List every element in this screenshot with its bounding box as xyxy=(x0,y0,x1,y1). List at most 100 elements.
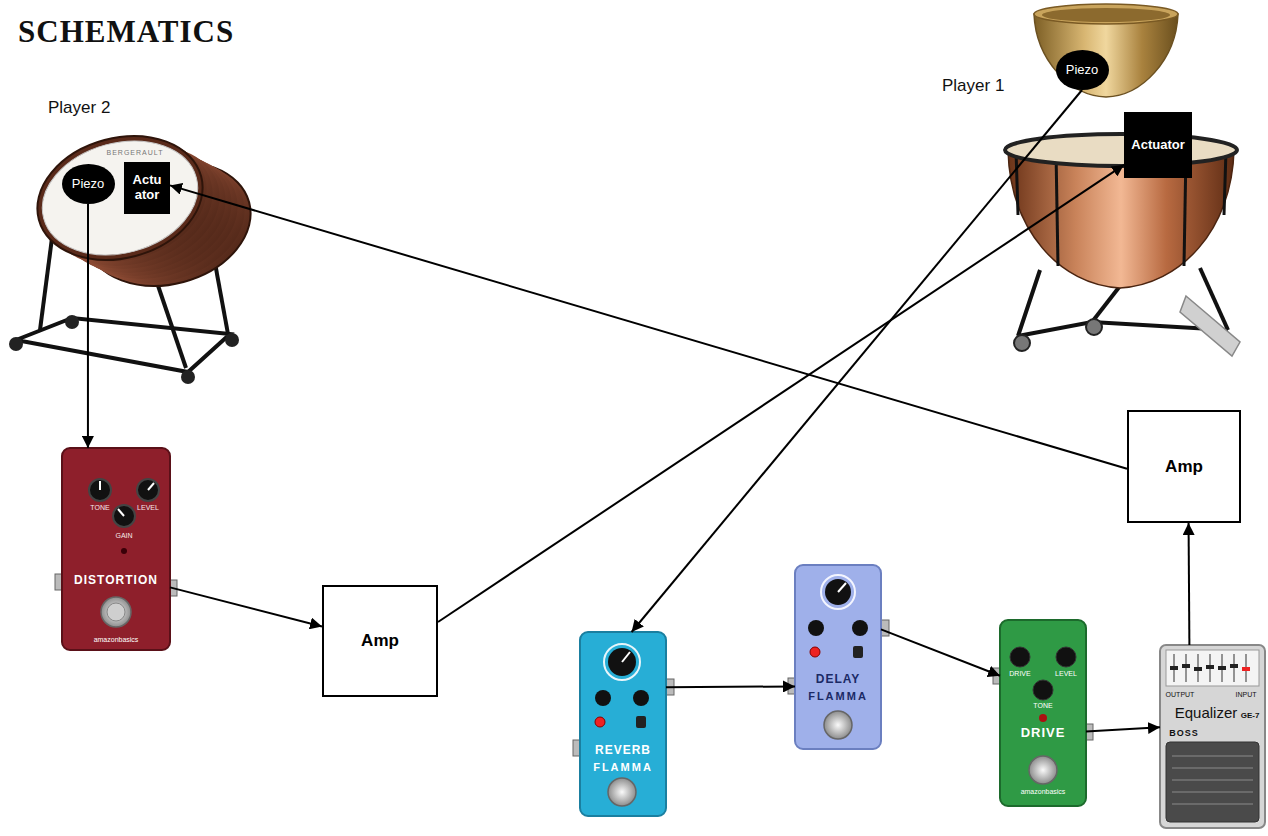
signal-arrow xyxy=(438,165,1124,622)
knob xyxy=(595,690,611,706)
actuator-box: Actu ator xyxy=(124,162,170,214)
node-label: Piezo xyxy=(1066,63,1099,78)
delay-pedal: DELAYFLAMMA xyxy=(795,565,881,749)
delay-pedal xyxy=(788,565,889,749)
reverb-pedal xyxy=(573,632,674,816)
actuator-box: Actuator xyxy=(1124,112,1192,178)
brand-name: FLAMMA xyxy=(593,762,653,773)
jack xyxy=(881,620,889,636)
reverb-pedal: REVERB FLAMMA xyxy=(580,632,666,816)
pedal-body xyxy=(1000,620,1086,806)
singing-bowl xyxy=(1034,4,1178,97)
node-label: Actuator xyxy=(1131,138,1184,153)
knob-mark xyxy=(118,509,124,516)
equalizer-pedal: OUTPUT INPUT EqualizerGE-7BOSS xyxy=(1160,645,1265,828)
amp-box: Amp xyxy=(322,585,438,697)
pedal-body xyxy=(795,565,881,749)
knob xyxy=(808,620,824,636)
timpani xyxy=(1005,134,1240,356)
jack-label: OUTPUT xyxy=(1166,691,1195,698)
footswitch xyxy=(608,778,636,806)
led xyxy=(1039,714,1047,722)
amp-box: Amp xyxy=(1127,410,1241,523)
timpani-wheel xyxy=(1086,319,1102,335)
timpani-leg xyxy=(1018,270,1040,336)
foot-ridge xyxy=(1172,803,1253,805)
knob xyxy=(1010,647,1030,667)
foot-ridge xyxy=(1172,767,1253,769)
bowl-body xyxy=(1034,14,1178,97)
timpani-strut xyxy=(1224,150,1226,215)
stand-frame xyxy=(16,318,230,372)
drive-pedal: DRIVELEVELTONEDRIVEamazonbasics xyxy=(1000,620,1086,806)
knob-label: LEVEL xyxy=(1055,670,1077,677)
bowl-inside xyxy=(1042,8,1170,22)
knob xyxy=(113,505,135,527)
brand-name: FLAMMA xyxy=(808,691,868,702)
toggle xyxy=(636,716,646,728)
signal-arrow xyxy=(170,587,322,626)
drum-hoop xyxy=(23,118,216,277)
stand-wheel xyxy=(65,315,79,329)
pedal-body xyxy=(62,448,170,650)
footswitch xyxy=(107,603,125,621)
knob-label: DRIVE xyxy=(1009,670,1030,677)
knob xyxy=(852,620,868,636)
brand-name: BERGERAULT xyxy=(107,149,164,157)
pedal-name: REVERB xyxy=(595,744,651,756)
slider-panel xyxy=(1166,650,1259,686)
slider-cap xyxy=(1242,667,1250,671)
page-title: SCHEMATICS xyxy=(18,14,234,50)
timpani-pedal xyxy=(1180,296,1240,356)
signal-arrow xyxy=(1188,523,1191,645)
slider-cap xyxy=(1194,667,1202,671)
distortion-pedal xyxy=(55,448,177,650)
signal-arrow xyxy=(170,185,1127,468)
piezo-circle: Piezo xyxy=(1056,50,1109,90)
knob xyxy=(1056,647,1076,667)
knob-mark xyxy=(148,483,154,490)
knob-label: TONE xyxy=(1033,702,1052,709)
toggle xyxy=(853,646,863,658)
player-label: Player 1 xyxy=(942,76,1004,96)
node-label: Actu ator xyxy=(127,173,167,203)
pedal-name: DRIVE xyxy=(1021,726,1066,739)
footswitch xyxy=(101,597,131,627)
slider-cap xyxy=(1170,666,1178,670)
footswitch xyxy=(1029,756,1057,784)
knob-label: LEVEL xyxy=(137,504,159,511)
timpani-wheel xyxy=(1014,335,1030,351)
knob xyxy=(633,690,649,706)
signal-arrow xyxy=(666,685,795,688)
pedal-name: DISTORTION xyxy=(74,574,158,586)
brand-name: BOSS xyxy=(1169,729,1199,738)
knob xyxy=(825,579,851,605)
piezo-circle: Piezo xyxy=(62,164,115,204)
signal-arrow xyxy=(881,629,1000,675)
led xyxy=(595,717,605,727)
knob xyxy=(1033,680,1053,700)
distortion-pedal: TONELEVELGAINDISTORTIONamazonbasics xyxy=(62,448,170,650)
jack-label: INPUT xyxy=(1236,691,1257,698)
drive-pedal xyxy=(993,620,1093,806)
knob-mark xyxy=(622,652,630,662)
slider-cap xyxy=(1230,664,1238,668)
knob-ring xyxy=(821,575,855,609)
node-label: Piezo xyxy=(72,177,105,192)
knob-mark xyxy=(99,481,101,490)
pedal-name: Equalizer xyxy=(1175,705,1238,720)
player-label: Player 2 xyxy=(48,98,110,118)
circle-fill xyxy=(62,164,115,204)
node-label: Amp xyxy=(361,631,399,651)
drum-head xyxy=(29,124,210,271)
knob xyxy=(89,479,111,501)
foot-ridge xyxy=(1172,791,1253,793)
knob-label: TONE xyxy=(90,504,109,511)
model-number: GE-7 xyxy=(1241,712,1260,720)
circle-fill xyxy=(1056,50,1109,90)
knob-mark xyxy=(838,583,846,592)
node-label: Amp xyxy=(1165,457,1203,477)
